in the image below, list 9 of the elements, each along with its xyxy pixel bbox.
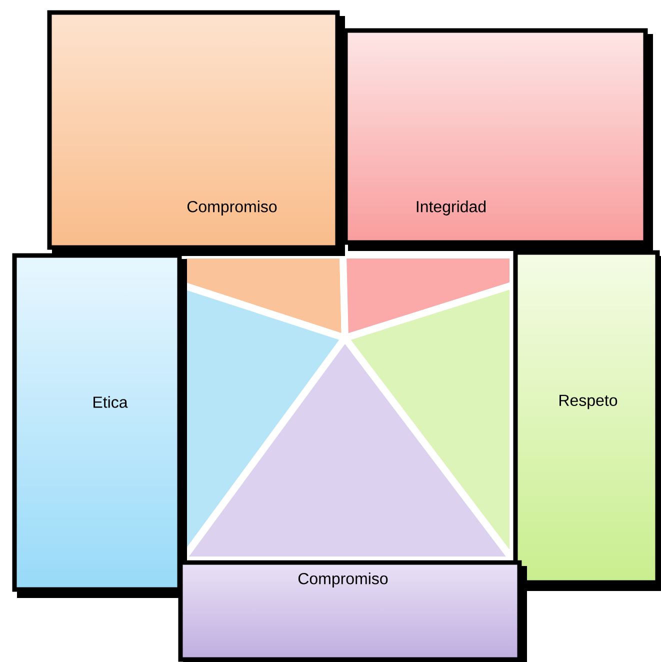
node-label: Etica bbox=[94, 396, 128, 408]
node-label: Respeto bbox=[560, 394, 618, 410]
node-label: Compromiso bbox=[187, 200, 277, 216]
label-box: Etica bbox=[12, 253, 187, 598]
label-box: Respeto bbox=[513, 250, 661, 591]
node-label: Integridad bbox=[416, 200, 486, 216]
label-box: Compromiso bbox=[178, 560, 527, 662]
label-box: Integridad bbox=[343, 28, 653, 251]
label-box: Compromiso bbox=[47, 10, 345, 256]
